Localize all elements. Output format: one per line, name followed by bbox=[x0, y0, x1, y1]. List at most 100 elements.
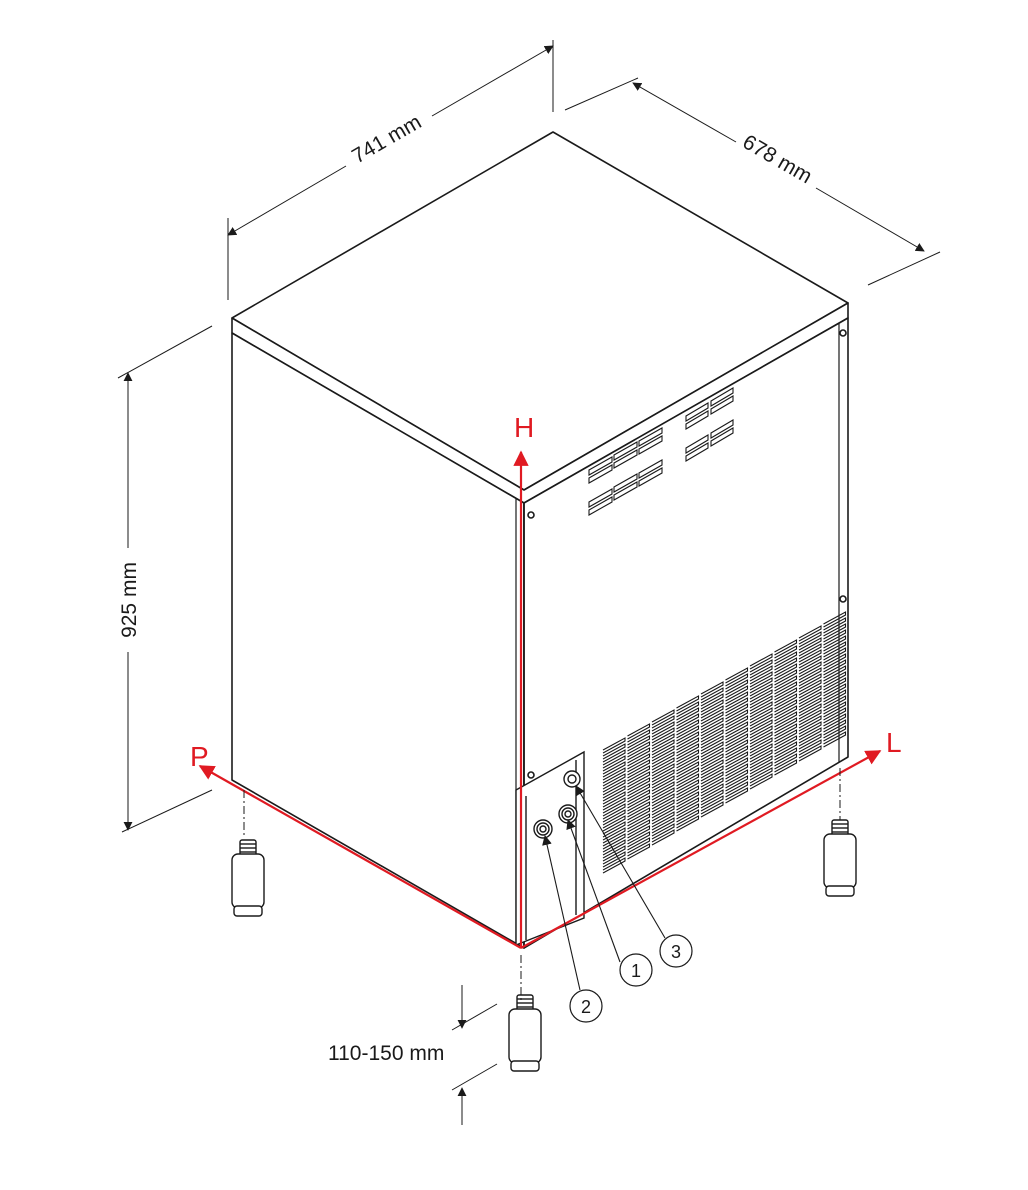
screw bbox=[839, 329, 847, 337]
screw bbox=[527, 771, 535, 779]
louver-slot bbox=[627, 807, 651, 824]
louver-slot bbox=[798, 703, 822, 720]
louver-slot bbox=[602, 785, 626, 802]
louver-slot bbox=[627, 813, 651, 830]
louver-slot bbox=[774, 687, 798, 704]
louver-slot bbox=[700, 729, 724, 746]
louver-slot bbox=[602, 851, 626, 868]
louver-slot bbox=[602, 815, 626, 832]
louver-slot bbox=[725, 667, 749, 684]
louver-slot bbox=[651, 811, 675, 828]
louver-slot bbox=[651, 817, 675, 834]
adjustable-foot bbox=[231, 839, 265, 917]
louver-slot bbox=[700, 699, 724, 716]
louver-slot bbox=[725, 751, 749, 768]
louver-slot bbox=[602, 761, 626, 778]
louver-slot bbox=[700, 753, 724, 770]
louver-slot bbox=[798, 649, 822, 666]
louver-slot bbox=[627, 825, 651, 842]
louver-slot bbox=[749, 749, 773, 766]
louver-slot bbox=[774, 675, 798, 692]
louver-slot bbox=[651, 823, 675, 840]
louver-slot bbox=[823, 659, 847, 676]
louver-slot bbox=[823, 719, 847, 736]
louver-slot bbox=[725, 739, 749, 756]
louver-slot bbox=[823, 671, 847, 688]
louver-slot bbox=[725, 769, 749, 786]
louver-slot bbox=[798, 655, 822, 672]
louver-slot bbox=[700, 765, 724, 782]
vent-group bbox=[685, 419, 734, 462]
louver-slot bbox=[602, 833, 626, 850]
louver-slot bbox=[725, 685, 749, 702]
louver-slot bbox=[798, 697, 822, 714]
louver-slot bbox=[823, 725, 847, 742]
louver-slot bbox=[749, 761, 773, 778]
louver-slot bbox=[602, 797, 626, 814]
louver-slot bbox=[676, 707, 700, 724]
louver-slot bbox=[798, 631, 822, 648]
louver-slot bbox=[700, 693, 724, 710]
louver-slot bbox=[676, 761, 700, 778]
louver-slot bbox=[749, 731, 773, 748]
louver-slot bbox=[602, 857, 626, 874]
louver-slot bbox=[725, 715, 749, 732]
louver-slot bbox=[700, 687, 724, 704]
louver-slot bbox=[651, 787, 675, 804]
louver-slot bbox=[823, 707, 847, 724]
louver-slot bbox=[774, 705, 798, 722]
vent-group bbox=[588, 459, 663, 516]
louver-slot bbox=[749, 701, 773, 718]
louver-slot bbox=[725, 787, 749, 804]
callout-2: 2 bbox=[569, 989, 603, 1023]
louver-slot bbox=[823, 641, 847, 658]
depth-axis-line bbox=[198, 765, 522, 949]
louver-slot bbox=[798, 625, 822, 642]
louver-slot bbox=[774, 711, 798, 728]
louver-slot bbox=[676, 719, 700, 736]
vent-group bbox=[685, 387, 734, 430]
louver-slot bbox=[749, 719, 773, 736]
louver-slot bbox=[627, 759, 651, 776]
louver-slot bbox=[651, 751, 675, 768]
louver-slot bbox=[700, 711, 724, 728]
louver-slot bbox=[823, 689, 847, 706]
louver-slot bbox=[798, 667, 822, 684]
louver-slot bbox=[676, 809, 700, 826]
louver-slot bbox=[676, 767, 700, 784]
louver-slot bbox=[627, 747, 651, 764]
louver-slot bbox=[651, 745, 675, 762]
louver-slot bbox=[651, 721, 675, 738]
louver-slot bbox=[651, 829, 675, 846]
louver-slot bbox=[823, 695, 847, 712]
louver-slot bbox=[627, 783, 651, 800]
louver-slot bbox=[676, 815, 700, 832]
louver-slot bbox=[676, 773, 700, 790]
louver-slot bbox=[774, 699, 798, 716]
louver-slot bbox=[700, 735, 724, 752]
feet bbox=[231, 819, 857, 1072]
louver-slot bbox=[725, 691, 749, 708]
louver-slot bbox=[700, 747, 724, 764]
connection-panel bbox=[515, 750, 585, 947]
louver-slot bbox=[627, 765, 651, 782]
top-vents bbox=[588, 387, 734, 516]
louver-slot bbox=[774, 651, 798, 668]
louver-slot bbox=[823, 611, 847, 628]
louver-slot bbox=[602, 803, 626, 820]
louver-slot bbox=[798, 721, 822, 738]
louver-slot bbox=[725, 709, 749, 726]
louver-slot bbox=[676, 713, 700, 730]
louver-slot bbox=[676, 755, 700, 772]
louver-slot bbox=[676, 731, 700, 748]
louver-slot bbox=[627, 735, 651, 752]
louver-slot bbox=[627, 831, 651, 848]
louver-slot bbox=[774, 741, 798, 758]
louver-slot bbox=[749, 671, 773, 688]
louver-slot bbox=[676, 743, 700, 760]
louver-slot bbox=[823, 647, 847, 664]
louver-slot bbox=[627, 771, 651, 788]
louver-slot bbox=[725, 781, 749, 798]
louver-slot bbox=[749, 653, 773, 670]
louver-slot bbox=[725, 763, 749, 780]
